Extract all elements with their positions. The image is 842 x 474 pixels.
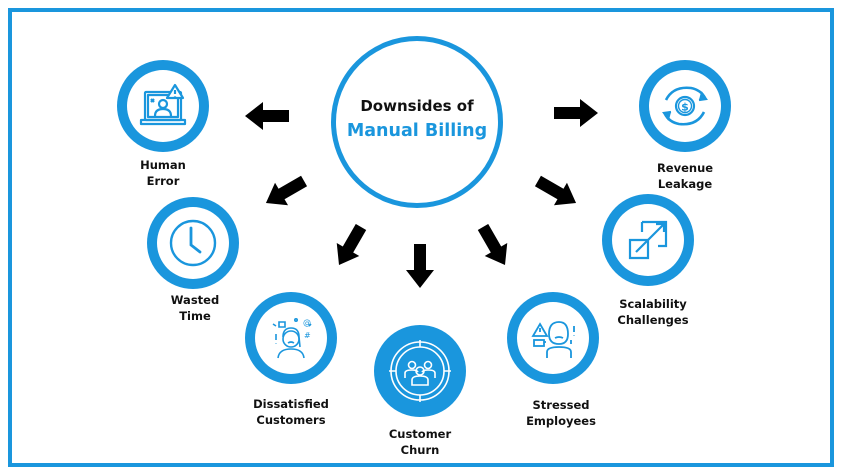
node-revenue-leakage: $ <box>639 60 731 152</box>
label-scalability-challenges: Scalability Challenges <box>617 297 689 327</box>
central-topic-circle: Downsides of Manual Billing <box>331 36 503 208</box>
scale-expand-icon <box>628 220 668 260</box>
svg-text:$: $ <box>681 101 689 114</box>
people-target-icon <box>389 340 451 402</box>
node-dissatisfied-customers: @ # <box>245 292 337 384</box>
title-line-2: Manual Billing <box>346 121 488 141</box>
arrow-to-scalability-challenges <box>534 175 577 206</box>
title-line-1: Downsides of <box>360 97 474 115</box>
node-wasted-time <box>147 197 239 289</box>
arrow-to-customer-churn <box>406 244 434 288</box>
arrow-to-revenue-leakage <box>554 99 598 127</box>
label-wasted-time: Wasted Time <box>170 293 220 323</box>
label-customer-churn: Customer Churn <box>388 427 452 457</box>
arrow-to-wasted-time <box>265 175 308 206</box>
svg-text:#: # <box>304 331 311 340</box>
label-stressed-employees: Stressed Employees <box>526 398 596 428</box>
node-scalability-challenges <box>602 194 694 286</box>
label-dissatisfied-customers: Dissatisfied Customers <box>253 397 329 427</box>
svg-text:@: @ <box>303 318 311 327</box>
node-customer-churn <box>374 325 466 417</box>
stressed-person-icon <box>531 321 575 358</box>
clock-icon <box>169 219 217 267</box>
angry-customer-icon: @ # <box>272 317 312 359</box>
arrow-to-dissatisfied-customers <box>336 224 367 266</box>
node-stressed-employees <box>507 292 599 384</box>
computer-user-warning-icon <box>139 83 187 126</box>
dollar-cycle-icon: $ <box>662 86 708 126</box>
label-human-error: Human Error <box>140 158 186 188</box>
diagram-frame <box>8 8 834 467</box>
node-human-error <box>117 60 209 152</box>
arrow-to-stressed-employees <box>477 224 508 266</box>
label-revenue-leakage: Revenue Leakage <box>656 161 714 191</box>
arrow-to-human-error <box>245 102 289 130</box>
